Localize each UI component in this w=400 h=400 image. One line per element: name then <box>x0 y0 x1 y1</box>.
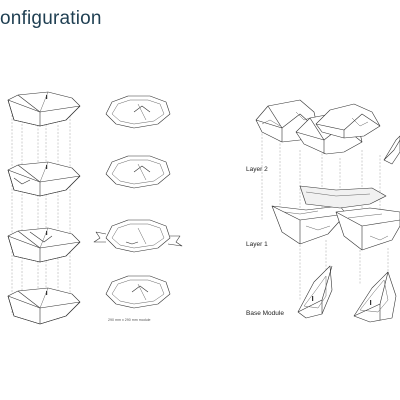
stack-module-2 <box>7 161 81 197</box>
layer-2-modules <box>255 99 400 165</box>
plan-view-4 <box>105 275 171 309</box>
plan-view-1 <box>105 95 171 129</box>
stack-module-3 <box>7 227 81 263</box>
layer-2-label: Layer 2 <box>246 166 268 173</box>
page-title: onfiguration <box>0 8 102 29</box>
plan-view-3 <box>93 219 183 253</box>
assembly-diagram <box>255 99 400 323</box>
stack-projection-lines <box>11 98 71 322</box>
layer-1-label: Layer 1 <box>246 241 268 248</box>
layer-1-modules <box>271 185 400 251</box>
stack-module-4 <box>7 287 81 325</box>
stack-module-1 <box>7 91 81 127</box>
base-module-label: Base Module <box>246 310 284 317</box>
plan-view-2 <box>105 155 171 189</box>
module-stack <box>7 91 81 325</box>
plan-views <box>93 95 183 309</box>
base-modules <box>297 265 397 323</box>
module-size-caption: 290 mm x 290 mm module <box>108 318 151 322</box>
